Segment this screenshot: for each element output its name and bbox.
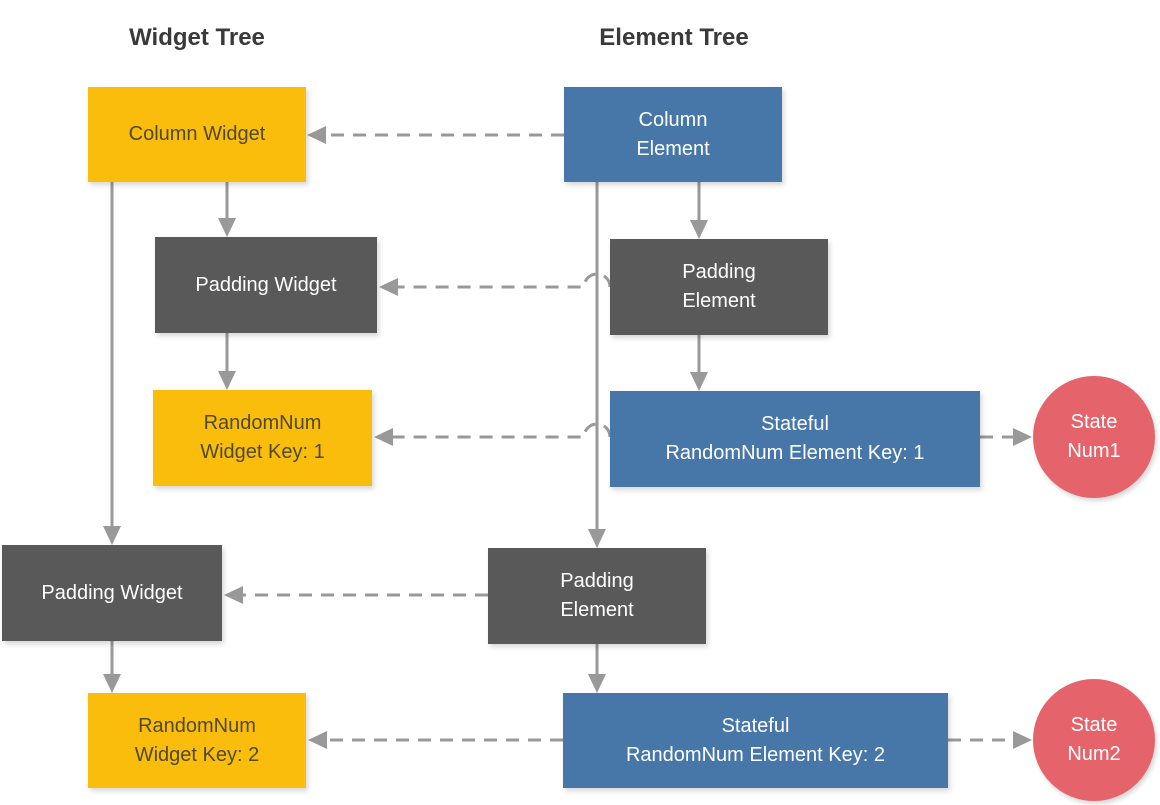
arrowhead-stateful-1-to-state-num1 [1013, 428, 1032, 446]
node-state-num1: State Num1 [1033, 376, 1155, 498]
node-padding-element-2: Padding Element [488, 548, 706, 644]
widget-tree-title: Widget Tree [129, 24, 265, 51]
connector-padding-element-1-to-padding-widget-1 [396, 272, 612, 289]
arrowhead-padding-widget-1-to-randomnum-1 [218, 371, 236, 390]
arrowhead-stateful-2-to-state-num2 [1013, 731, 1032, 749]
arrowhead-padding-element-1-to-stateful-1 [690, 372, 708, 391]
node-padding-widget-2: Padding Widget [2, 545, 222, 641]
arrowhead-column-element-to-column-widget [307, 126, 326, 144]
arrowhead-column-element-to-padding-element-2 [588, 529, 606, 548]
arrowhead-padding-widget-2-to-randomnum-2 [103, 674, 121, 693]
node-stateful-element-2: Stateful RandomNum Element Key: 2 [563, 693, 948, 788]
arrowhead-stateful-2-to-randomnum-2 [308, 731, 327, 749]
node-padding-widget-1: Padding Widget [155, 237, 377, 333]
node-randomnum-widget-1: RandomNum Widget Key: 1 [153, 390, 372, 486]
arrowhead-column-widget-to-padding-widget-1 [218, 218, 236, 237]
arrowhead-column-element-to-padding-element-1 [690, 220, 708, 239]
node-padding-element-1: Padding Element [610, 239, 828, 335]
node-randomnum-widget-2: RandomNum Widget Key: 2 [88, 693, 306, 788]
element-tree-title: Element Tree [599, 24, 749, 51]
arrowhead-padding-element-1-to-padding-widget-1 [379, 278, 398, 296]
arrowhead-column-widget-to-padding-widget-2 [103, 526, 121, 545]
arrowhead-padding-element-2-to-padding-widget-2 [224, 586, 243, 604]
node-column-element: Column Element [564, 87, 782, 182]
connector-stateful-1-to-randomnum-1 [391, 422, 612, 439]
node-column-widget: Column Widget [88, 87, 306, 182]
arrowhead-stateful-1-to-randomnum-1 [374, 428, 393, 446]
node-stateful-element-1: Stateful RandomNum Element Key: 1 [610, 391, 980, 487]
arrowhead-padding-element-2-to-stateful-2 [588, 674, 606, 693]
node-state-num2: State Num2 [1033, 679, 1155, 801]
